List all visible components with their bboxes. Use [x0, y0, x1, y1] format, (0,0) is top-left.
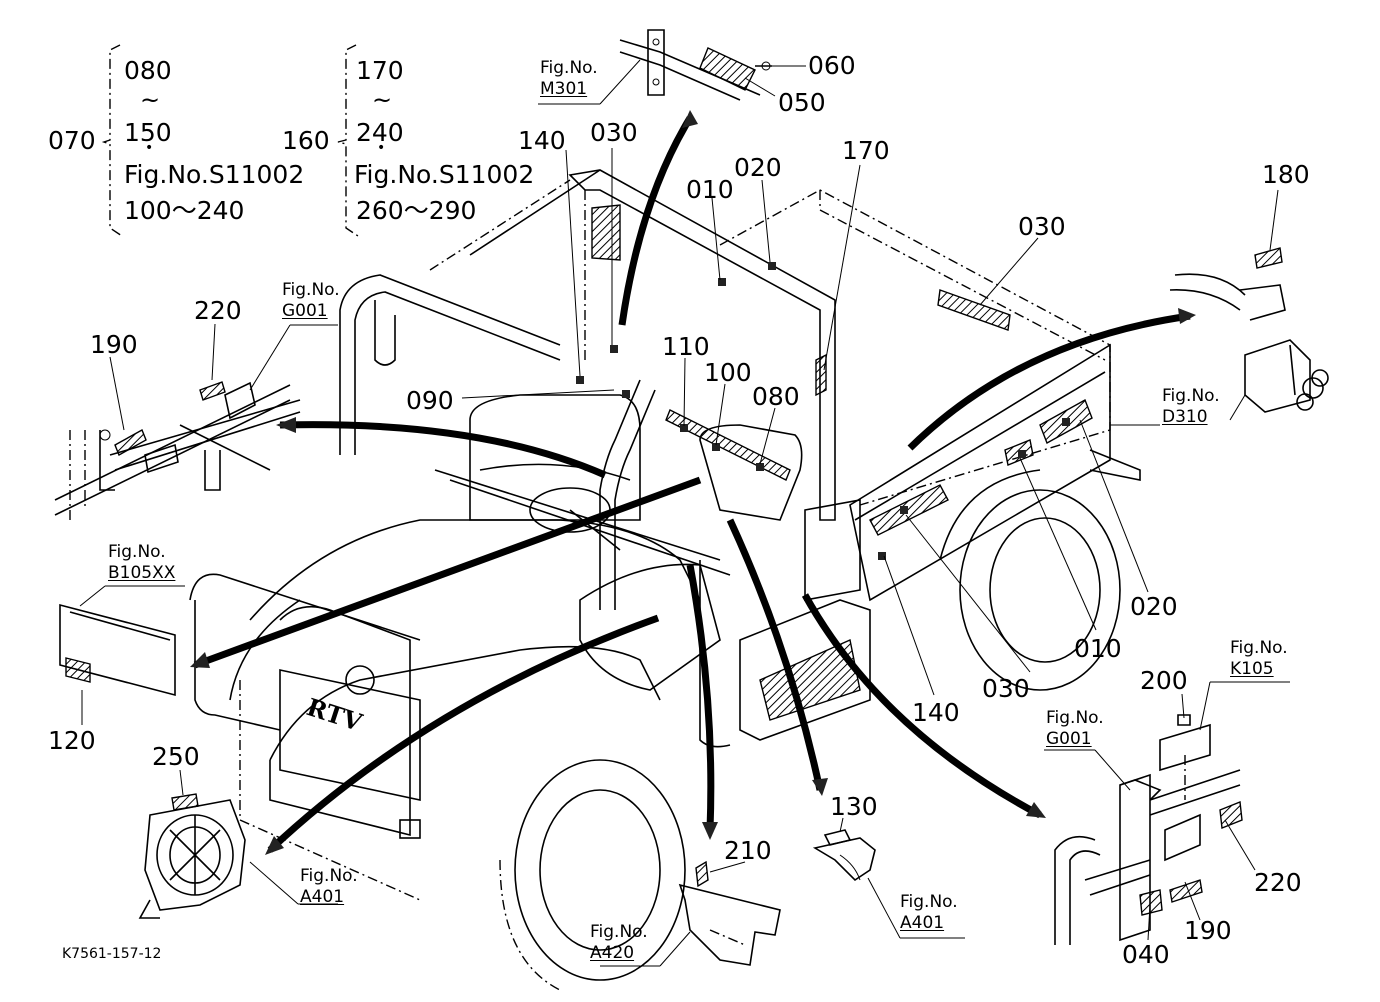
tilde-160: ~ — [372, 86, 393, 114]
fig-s11002-160: Fig.No.S11002 — [354, 160, 535, 189]
inset-m301 — [619, 29, 772, 101]
figref-a401-left: Fig.No. A401 — [300, 866, 358, 909]
part-210: 210 — [724, 836, 772, 865]
range-260-290: 260～290 — [356, 196, 477, 225]
dot-070: • — [145, 140, 154, 156]
part-170: 170 — [842, 136, 890, 165]
figref-g001-right: Fig.No. G001 — [1046, 708, 1104, 751]
figref-k105: Fig.No. K105 — [1230, 638, 1288, 681]
part-040: 040 — [1122, 940, 1170, 969]
inset-d310 — [1169, 247, 1329, 413]
inset-g001-left — [54, 381, 301, 520]
inset-a420 — [678, 860, 781, 966]
figref-g001-right-title: Fig.No. — [1046, 708, 1104, 728]
figref-a420-code: A420 — [590, 943, 635, 964]
label-240: 240 — [356, 118, 404, 147]
part-140-top: 140 — [518, 126, 566, 155]
figref-m301-code: M301 — [540, 79, 588, 100]
part-250: 250 — [152, 742, 200, 771]
figref-a420: Fig.No. A420 — [590, 922, 648, 965]
figref-k105-title: Fig.No. — [1230, 638, 1288, 658]
part-020-bottom: 020 — [1130, 592, 1178, 621]
figref-g001-left-code: G001 — [282, 301, 328, 322]
figref-m301-title: Fig.No. — [540, 58, 598, 78]
part-190-left: 190 — [90, 330, 138, 359]
figref-g001-right-code: G001 — [1046, 729, 1092, 750]
label-080: 080 — [124, 56, 172, 85]
inset-a401-right — [812, 829, 876, 882]
part-010-bottom: 010 — [1074, 634, 1122, 663]
label-070: 070 — [48, 126, 96, 155]
label-160: 160 — [282, 126, 330, 155]
part-220-left: 220 — [194, 296, 242, 325]
hood-logo: RTV — [303, 692, 366, 737]
vehicle-outline — [189, 169, 1141, 991]
figref-b105xx-code: B105XX — [108, 563, 176, 584]
inset-fan-shroud — [138, 793, 246, 919]
figref-d310-title: Fig.No. — [1162, 386, 1220, 406]
figref-d310: Fig.No. D310 — [1162, 386, 1220, 429]
figref-d310-code: D310 — [1162, 407, 1208, 428]
part-080: 080 — [752, 382, 800, 411]
part-030-bottom: 030 — [982, 674, 1030, 703]
fig-s11002-070: Fig.No.S11002 — [124, 160, 305, 189]
figref-g001-left-title: Fig.No. — [282, 280, 340, 300]
part-140-bottom: 140 — [912, 698, 960, 727]
figref-k105-code: K105 — [1230, 659, 1274, 680]
document-code: K7561-157-12 — [62, 946, 162, 962]
part-030-top: 030 — [590, 118, 638, 147]
pointer-arrows — [190, 110, 1196, 855]
part-030-right: 030 — [1018, 212, 1066, 241]
part-130: 130 — [830, 792, 878, 821]
part-190-right: 190 — [1184, 916, 1232, 945]
figref-g001-left: Fig.No. G001 — [282, 280, 340, 323]
group-070-bracket — [101, 44, 123, 237]
inset-g001-k105-right — [1054, 714, 1243, 945]
figref-b105xx: Fig.No. B105XX — [108, 542, 175, 585]
figref-m301: Fig.No. M301 — [540, 58, 598, 101]
part-200: 200 — [1140, 666, 1188, 695]
figref-a401-right-code: A401 — [900, 913, 945, 934]
part-180: 180 — [1262, 160, 1310, 189]
part-060: 060 — [808, 51, 856, 80]
label-170-group: 170 — [356, 56, 404, 85]
figref-a401-right: Fig.No. A401 — [900, 892, 958, 935]
figref-a401-left-code: A401 — [300, 887, 345, 908]
group-160-bracket — [337, 44, 359, 237]
part-110: 110 — [662, 332, 710, 361]
dot-160: • — [377, 140, 386, 156]
figref-b105xx-title: Fig.No. — [108, 542, 166, 562]
inset-b105xx — [59, 603, 176, 697]
label-150: 150 — [124, 118, 172, 147]
figref-a420-title: Fig.No. — [590, 922, 648, 942]
tilde-070: ~ — [140, 86, 161, 114]
part-100: 100 — [704, 358, 752, 387]
vehicle-decals — [576, 204, 1093, 560]
part-090: 090 — [406, 386, 454, 415]
part-120: 120 — [48, 726, 96, 755]
leader-lines — [79, 59, 1290, 967]
part-050: 050 — [778, 88, 826, 117]
part-020-top: 020 — [734, 153, 782, 182]
figref-a401-right-title: Fig.No. — [900, 892, 958, 912]
part-220-right: 220 — [1254, 868, 1302, 897]
part-010-top: 010 — [686, 175, 734, 204]
figref-a401-left-title: Fig.No. — [300, 866, 358, 886]
range-100-240: 100～240 — [124, 196, 245, 225]
